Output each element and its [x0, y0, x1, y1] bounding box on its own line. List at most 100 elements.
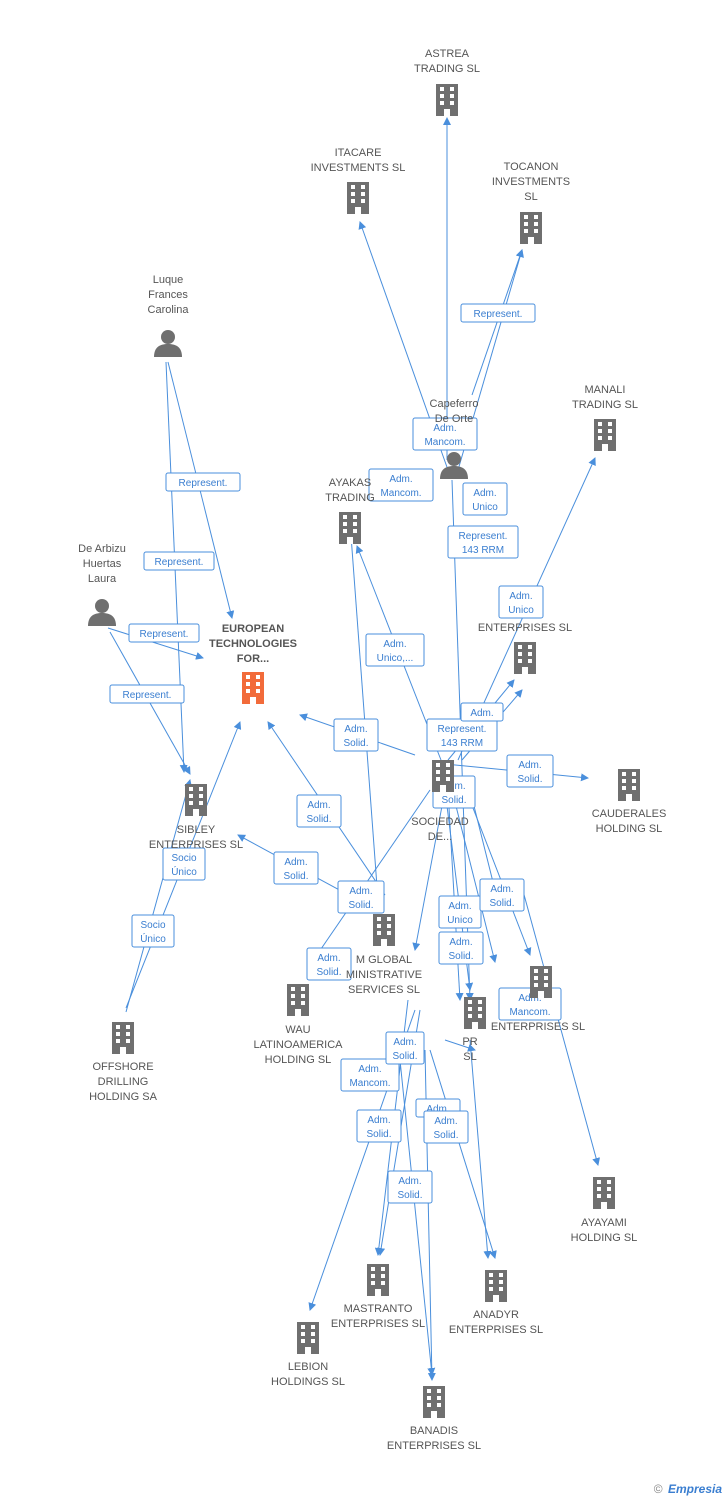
edge-label-text: Único [140, 932, 166, 945]
node-label: De Orte [435, 413, 474, 425]
edge-label-text: Adm. [470, 708, 493, 719]
edge-label-text: Represent. [179, 478, 228, 489]
node-label: FOR... [237, 653, 269, 665]
edge-label-text: Solid. [392, 1051, 417, 1062]
edge-label[interactable]: Represent. [128, 623, 200, 643]
edge-label[interactable]: Adm. Solid. [306, 947, 352, 981]
edge-label[interactable]: Adm.Unico [438, 895, 482, 929]
edge-line [451, 789, 498, 963]
edge-label[interactable]: Adm.Unico [462, 482, 508, 516]
node-label: Huertas [83, 558, 122, 570]
edge-label[interactable]: Adm.Unico,... [365, 633, 425, 667]
node-european[interactable]: EUROPEANTECHNOLOGIESFOR... [209, 623, 297, 704]
edge-label[interactable]: Adm.Mancom. [412, 417, 478, 451]
edge-label[interactable]: Represent.143 RRM [426, 718, 498, 752]
edge-label[interactable]: Adm.Solid. [296, 794, 342, 828]
edge-label-text: Solid. [517, 774, 542, 785]
edge-label[interactable]: Adm.Solid. [273, 851, 319, 885]
edge-label-text: Adm. [358, 1064, 381, 1075]
edge-label[interactable]: Represent. [460, 303, 536, 323]
edge-label-text: Solid. [433, 1130, 458, 1141]
edge-label-text: Solid. [348, 900, 373, 911]
edge-label-text: Adm. [393, 1037, 416, 1048]
edge-label[interactable]: Adm.Unico [498, 585, 544, 619]
edge-label[interactable]: Adm.Solid. [356, 1109, 402, 1143]
node-label: HOLDING SL [596, 823, 663, 835]
node-label: TRADING [325, 492, 375, 504]
edge-label-text: Represent. [140, 629, 189, 640]
building-icon [373, 914, 395, 946]
node-label: INVESTMENTS SL [311, 162, 406, 174]
node-enterprises2[interactable]: ENTERPRISES SL [491, 966, 585, 1033]
edge-label[interactable]: Adm.Solid. [479, 878, 525, 912]
building-icon [339, 512, 361, 544]
edge-label[interactable]: Adm. Solid. [385, 1031, 425, 1065]
edge-label-text: Adm. [349, 886, 372, 897]
node-label: SL [463, 1051, 476, 1063]
edge-label-text: Adm. [383, 639, 406, 650]
edge-label-text: Único [171, 865, 197, 878]
node-label: De Arbizu [78, 543, 126, 555]
copyright-symbol: © [653, 1482, 663, 1496]
edge-label[interactable]: Adm.Mancom. [340, 1058, 400, 1092]
node-label: TOCANON [504, 161, 559, 173]
edge-label-text: Solid. [306, 814, 331, 825]
edge-label-text: Mancom. [424, 437, 465, 448]
edge-label-text: Represent. [155, 557, 204, 568]
brand-logo: Empresia [667, 1482, 722, 1496]
edge-label-text: Adm. [317, 953, 340, 964]
edge-label[interactable]: Adm.Mancom. [368, 468, 434, 502]
edge-line [412, 789, 446, 951]
node-label: ENTERPRISES SL [491, 1021, 585, 1033]
edge-label-text: Adm. [426, 1104, 449, 1115]
edge-label[interactable]: Adm.Solid. [333, 718, 379, 752]
edge-line-extra [469, 1039, 492, 1259]
edge-label[interactable]: Adm.Solid. [387, 1170, 433, 1204]
edge-label[interactable]: Adm. Solid. [337, 880, 385, 914]
building-icon [347, 182, 369, 214]
edge-label[interactable]: Adm.Solid. [506, 754, 554, 788]
edge-label[interactable]: Adm.Solid. [438, 931, 484, 965]
edge-label[interactable]: Represent.143 RRM [447, 525, 519, 559]
node-sociedad[interactable]: SOCIEDADDE... [411, 760, 469, 843]
node-label: ENTERPRISES SL [149, 839, 243, 851]
edge-line [125, 779, 192, 1013]
edge-label[interactable]: Adm. [460, 702, 504, 722]
edge-label[interactable]: Represent. [143, 551, 215, 571]
node-label: TRADING SL [414, 63, 480, 75]
node-enterprises1[interactable]: ENTERPRISES SL [478, 622, 572, 674]
edge-label[interactable]: Represent. [109, 684, 185, 704]
building-icon [432, 760, 454, 792]
building-icon [287, 984, 309, 1016]
edge-label-text: Solid. [316, 967, 341, 978]
node-label: MINISTRATIVE [346, 969, 422, 981]
edge-label[interactable]: Adm.Solid. [423, 1110, 469, 1144]
node-label: OFFSHORE [92, 1061, 153, 1073]
building-icon [594, 419, 616, 451]
edge-label-text: Adm. [284, 857, 307, 868]
edge-label-text: Represent. [438, 724, 487, 735]
edge-label[interactable]: Represent. [165, 472, 241, 492]
footer-brand[interactable]: © Empresia [654, 1482, 722, 1496]
